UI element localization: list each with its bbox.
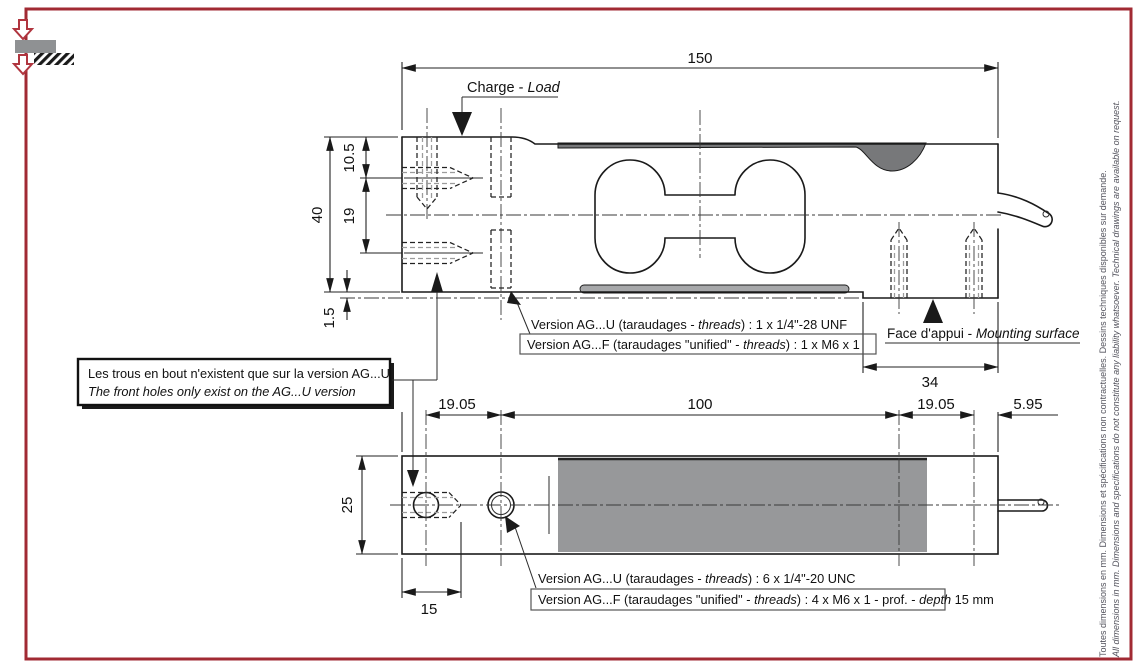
dim-1-5-label: 1.5	[321, 308, 338, 329]
dimension-step-1-5: 1.5	[321, 270, 400, 328]
mounting-surface-arrow	[923, 299, 943, 323]
version-u-thread-word: threads	[698, 317, 741, 332]
body-top-edge	[401, 136, 999, 145]
base-hole-2-hidden	[965, 226, 983, 298]
note-leader-arrow-up	[431, 272, 443, 292]
version-u-fr: Version AG...U (taraudages -	[531, 317, 698, 332]
page-border	[24, 7, 1133, 661]
side-disclaimer-en: All dimensions in mm. Dimensions and spe…	[1111, 100, 1122, 657]
front-threaded-hole-2	[402, 241, 483, 265]
version-f-depth-value-b: 15 mm	[951, 592, 994, 607]
version-u-line-bottom: Version AG...U (taraudages - threads) : …	[538, 571, 856, 586]
dim-19-05-right-label: 19.05	[917, 396, 955, 413]
load-arrow-top-icon	[11, 19, 35, 41]
side-elevation-view: 150 40 10.5 19 1.5	[309, 50, 1080, 391]
dim-100-label: 100	[687, 396, 712, 413]
plan-side-hole-hidden	[402, 491, 462, 519]
top-relief-gap	[557, 142, 927, 172]
charge-label-fr: Charge -	[467, 80, 527, 96]
dim-10-5-label: 10.5	[341, 143, 358, 172]
dimension-row-plan: 19.05 100 19.05 5.95	[401, 396, 1058, 452]
load-arrow-bottom-icon	[11, 54, 35, 76]
version-f-line-top: Version AG...F (taraudages "unified" - t…	[527, 337, 860, 352]
plan-view-thread-note: Version AG...U (taraudages - threads) : …	[505, 516, 994, 611]
version-u-line-top: Version AG...U (taraudages - threads) : …	[531, 317, 847, 332]
side-view-thread-note: Version AG...U (taraudages - threads) : …	[507, 291, 877, 355]
dimension-hole-spacing-19: 19	[341, 177, 402, 254]
dim-150-label: 150	[687, 50, 712, 67]
version-u-spec: ) : 1 x 1/4"-28 UNF	[741, 317, 847, 332]
charge-label-en: Load	[527, 80, 560, 96]
dim-25-label: 25	[339, 497, 356, 514]
load-hole-2-hidden	[490, 137, 512, 289]
version-f-spec: ) : 1 x M6 x 1	[786, 337, 860, 352]
version-f-depth-word-b: depth	[919, 592, 951, 607]
plan-view: 19.05 100 19.05 5.95 25 15 Version AG...…	[339, 396, 1060, 618]
version-f-thread-word-b: threads	[754, 592, 797, 607]
load-hole-1-hidden	[416, 137, 438, 210]
side-disclaimer-fr: Toutes dimensions en mm. Dimensions et s…	[1098, 170, 1108, 657]
load-direction-icon	[11, 19, 74, 76]
dimension-depth-15: 15	[401, 522, 462, 618]
mounting-label-fr: Face d'appui -	[887, 326, 976, 341]
dimension-mounting-34: 34	[862, 302, 999, 391]
version-f-line-bottom: Version AG...F (taraudages "unified" - t…	[538, 592, 994, 607]
mounting-surface-callout: Face d'appui - Mounting surface	[885, 299, 1080, 344]
dimension-hole-offset-10-5: 10.5	[341, 136, 402, 179]
version-u-fr-b: Version AG...U (taraudages -	[538, 571, 705, 586]
dim-40-label: 40	[309, 207, 326, 224]
thread-note-arrow-bottom	[505, 516, 520, 533]
front-threaded-hole-1	[402, 166, 483, 190]
dimension-length-150: 150	[401, 50, 999, 138]
note-box	[76, 357, 392, 407]
cable-side	[997, 192, 1053, 228]
note-line-fr: Les trous en bout n'existent que sur la …	[88, 366, 390, 381]
dim-19-05-left-label: 19.05	[438, 396, 476, 413]
version-f-spec-b: ) : 4 x M6 x 1 - prof. -	[797, 592, 919, 607]
front-holes-note: Les trous en bout n'existent que sur la …	[76, 272, 443, 487]
dim-5-95-label: 5.95	[1013, 396, 1042, 413]
mounting-surface-label: Face d'appui - Mounting surface	[887, 326, 1079, 341]
version-f-box-bottom	[530, 588, 946, 611]
charge-load-label: Charge - Load	[467, 80, 561, 96]
version-u-thread-word-b: threads	[705, 571, 748, 586]
load-arrow	[452, 112, 472, 136]
base-hole-1-hidden	[890, 226, 908, 298]
dim-15-label: 15	[421, 601, 438, 618]
version-f-box-top	[519, 333, 877, 355]
ground-hatch-icon	[34, 53, 74, 65]
version-u-spec-b: ) : 6 x 1/4"-20 UNC	[748, 571, 856, 586]
note-leader-arrow-down	[407, 470, 419, 487]
dim-34-label: 34	[922, 374, 939, 391]
version-f-fr-b: Version AG...F (taraudages "unified" -	[538, 592, 754, 607]
side-disclaimer: Toutes dimensions en mm. Dimensions et s…	[1097, 7, 1123, 657]
charge-load-callout: Charge - Load	[452, 80, 561, 136]
beam-block	[15, 40, 56, 53]
version-f-thread-word: threads	[743, 337, 786, 352]
dimension-width-25: 25	[339, 455, 398, 555]
cable-end-curl-side	[1042, 210, 1050, 218]
thread-note-arrow-top	[507, 291, 521, 305]
bottom-relief-gap	[579, 284, 850, 294]
cable-plan	[997, 499, 1049, 512]
mounting-label-en: Mounting surface	[976, 326, 1080, 341]
note-line-en: The front holes only exist on the AG...U…	[88, 384, 356, 399]
body-bottom-left-edge	[401, 136, 999, 299]
version-f-fr: Version AG...F (taraudages "unified" -	[527, 337, 743, 352]
dim-19-label: 19	[341, 208, 358, 225]
